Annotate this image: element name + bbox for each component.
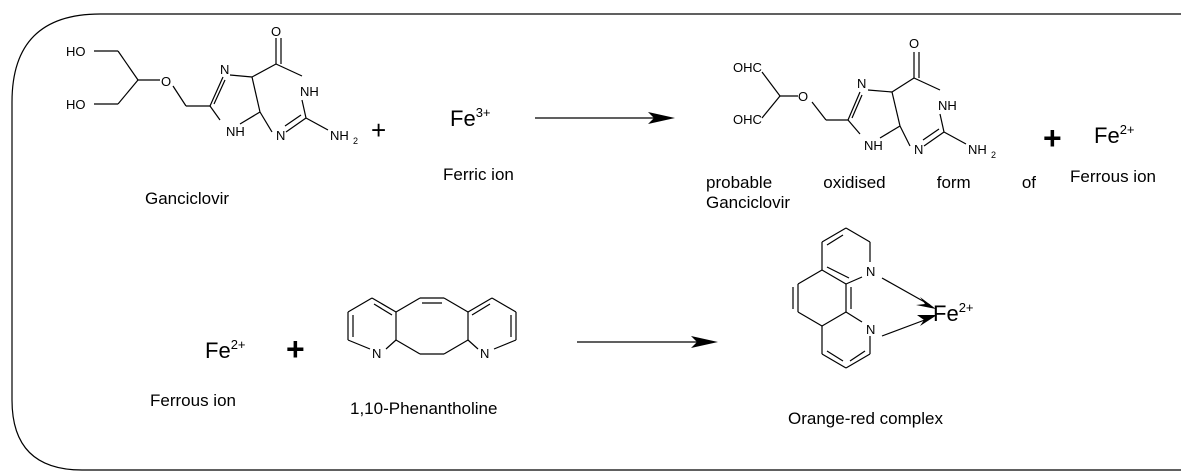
svg-text:N: N xyxy=(220,62,229,77)
ferrous-ion-formula-1: Fe2+ xyxy=(1094,122,1135,148)
plus-sign-1: + xyxy=(371,115,387,145)
phenanthroline-label: 1,10-Phenantholine xyxy=(350,399,498,418)
svg-text:2: 2 xyxy=(353,136,358,146)
reaction-arrow-2-head xyxy=(691,336,718,348)
svg-text:NH: NH xyxy=(226,124,245,139)
svg-text:N: N xyxy=(866,322,875,337)
svg-text:NH: NH xyxy=(968,142,987,157)
ferric-ion-formula: Fe3+ xyxy=(450,105,491,131)
svg-text:HO: HO xyxy=(66,44,86,59)
svg-text:NH: NH xyxy=(300,84,319,99)
oxidised-ganciclovir-structure: OHC OHC O N O NH NH N NH 2 xyxy=(733,36,996,160)
ferrous-ion-formula-2: Fe2+ xyxy=(205,337,246,363)
svg-text:O: O xyxy=(271,24,281,39)
svg-text:N: N xyxy=(480,346,489,361)
svg-text:2: 2 xyxy=(991,150,996,160)
plus-sign-2: + xyxy=(1043,120,1062,156)
ferric-ion-label: Ferric ion xyxy=(443,165,514,184)
reaction-arrow-1-head xyxy=(648,112,675,124)
svg-text:N: N xyxy=(914,142,923,157)
svg-text:O: O xyxy=(798,89,808,104)
svg-text:NH: NH xyxy=(330,128,349,143)
svg-text:OHC: OHC xyxy=(733,60,762,75)
svg-text:NH: NH xyxy=(938,98,957,113)
ferroin-complex-structure: N N xyxy=(792,227,937,369)
oxidised-ganciclovir-label-line1: probable oxidised form of xyxy=(706,173,1036,192)
orange-red-complex-label: Orange-red complex xyxy=(788,409,943,428)
ganciclovir-label: Ganciclovir xyxy=(145,189,230,208)
svg-text:N: N xyxy=(857,76,866,91)
complex-iron-formula: Fe2+ xyxy=(933,300,974,326)
phenanthroline-structure: N N xyxy=(347,297,517,361)
svg-text:NH: NH xyxy=(864,138,883,153)
svg-text:N: N xyxy=(866,264,875,279)
ferrous-ion-label-1: Ferrous ion xyxy=(1070,167,1156,186)
ganciclovir-structure: HO HO O N O NH NH N NH 2 xyxy=(66,24,358,146)
svg-text:N: N xyxy=(372,346,381,361)
svg-text:O: O xyxy=(909,36,919,51)
ferrous-ion-label-2: Ferrous ion xyxy=(150,391,236,410)
svg-text:HO: HO xyxy=(66,97,86,112)
svg-text:N: N xyxy=(276,128,285,143)
plus-sign-3: + xyxy=(286,331,305,367)
diagram-frame xyxy=(11,13,1181,471)
oxidised-ganciclovir-label-line2: Ganciclovir xyxy=(706,193,791,212)
svg-text:OHC: OHC xyxy=(733,112,762,127)
svg-text:O: O xyxy=(161,74,171,89)
